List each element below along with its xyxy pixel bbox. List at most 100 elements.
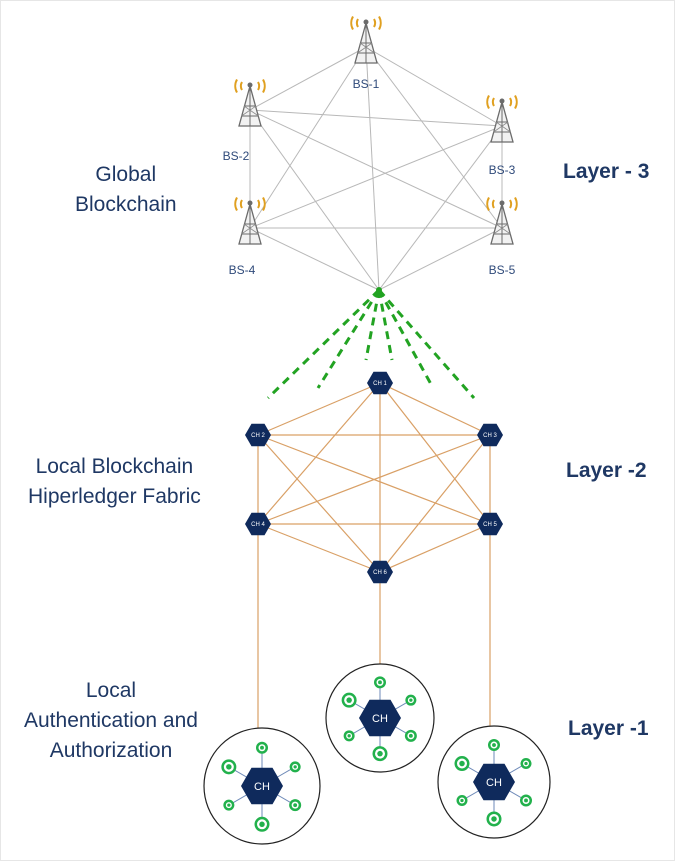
member-node-core <box>408 733 413 738</box>
member-node-core <box>347 734 351 738</box>
cluster-head-node: CH 2 <box>245 423 271 447</box>
bs-link <box>249 109 503 229</box>
cluster-head-node: CH 3 <box>477 423 503 447</box>
layer-1-label: Layer -1 <box>568 717 649 740</box>
signal-wave <box>514 197 518 211</box>
antenna-tip <box>499 200 505 206</box>
antenna-tip <box>247 82 253 88</box>
cluster: CH <box>203 727 321 845</box>
signal-wave <box>514 95 518 109</box>
uplink-dash <box>266 288 381 400</box>
global-label-line1: Global <box>95 163 157 186</box>
ch-link <box>379 523 491 573</box>
ch-label: CH 2 <box>251 433 265 439</box>
member-node-core <box>227 803 231 807</box>
local-blockchain-line1: Local Blockchain <box>35 455 194 478</box>
signal-wave <box>491 97 495 107</box>
bs-label: BS-1 <box>353 77 380 91</box>
signal-wave <box>378 16 382 30</box>
ch-hexagon <box>477 423 503 447</box>
bs-label: BS-5 <box>489 263 516 277</box>
member-node-core <box>378 680 382 685</box>
cluster-head-node: CH 1 <box>367 371 393 395</box>
signal-wave <box>234 79 238 93</box>
member-node-core <box>226 764 232 770</box>
tower-brace <box>241 223 257 235</box>
local-links <box>257 382 491 728</box>
member-node-core <box>491 816 497 822</box>
signal-wave <box>239 81 243 91</box>
member-node-core <box>492 743 496 747</box>
ch-link <box>257 382 381 525</box>
ch-hexagon <box>477 512 503 536</box>
member-node-core <box>409 698 413 702</box>
cluster-head-node: CH 4 <box>245 512 271 536</box>
ch-hexagon <box>367 371 393 395</box>
global-label-line2: Blockchain <box>75 193 177 216</box>
ch-link <box>379 382 491 436</box>
bs-label: BS-2 <box>223 149 250 163</box>
uplink-dash <box>377 289 476 399</box>
ch-link <box>257 382 381 436</box>
signal-wave <box>257 199 261 209</box>
ch-hexagon <box>245 512 271 536</box>
cell-tower-icon: BS-2 <box>223 79 266 163</box>
member-node-core <box>524 798 528 803</box>
antenna-tip <box>363 19 369 25</box>
cluster-head-label: CH <box>486 777 502 789</box>
signal-wave <box>509 97 513 107</box>
member-node-core <box>524 761 528 766</box>
tower-brace <box>243 105 259 117</box>
ch-link <box>379 382 491 525</box>
local-auth-line3: Authorization <box>49 739 173 762</box>
bs-hub-link <box>378 227 503 291</box>
bs-link <box>249 125 503 229</box>
ch-hexagon <box>245 423 271 447</box>
uplink-hub <box>376 287 382 293</box>
tower-brace <box>493 121 509 133</box>
signal-wave <box>239 199 243 209</box>
member-node-core <box>259 821 265 828</box>
bs-hub-link <box>378 125 503 291</box>
member-node-core <box>460 798 464 803</box>
local-auth-line2: Authentication and <box>24 709 198 732</box>
local-blockchain-label: Local Blockchain Hiperledger Fabric <box>28 452 201 512</box>
ch-link <box>257 434 491 525</box>
cluster: CH <box>437 725 551 839</box>
tower-brace <box>495 223 511 235</box>
tower-brace <box>241 105 257 117</box>
bs-link <box>249 46 367 111</box>
member-node-core <box>293 803 298 808</box>
signal-wave <box>350 16 354 30</box>
uplink-dash <box>364 289 381 361</box>
signal-wave <box>486 95 490 109</box>
cell-tower-icon: BS-3 <box>486 95 518 177</box>
signal-wave <box>355 18 359 28</box>
layer-3-label: Layer - 3 <box>563 160 650 183</box>
cluster-head-label: CH <box>372 713 388 725</box>
cell-tower-icon: BS-5 <box>486 197 518 277</box>
cluster-head-node: CH 6 <box>367 560 393 584</box>
ch-link <box>257 523 381 573</box>
ch-label: CH 3 <box>483 433 497 439</box>
member-node-core <box>377 750 383 757</box>
local-auth-label: Local Authentication and Authorization <box>24 676 198 766</box>
uplink-dash <box>377 289 394 361</box>
antenna-tip <box>499 98 505 104</box>
signal-wave <box>486 197 490 211</box>
signal-wave <box>491 199 495 209</box>
tower-brace <box>495 121 511 133</box>
bs-hub-link <box>249 109 380 291</box>
signal-wave <box>262 79 266 93</box>
uplink-dash <box>377 289 434 387</box>
uplink-dash <box>316 289 381 389</box>
signal-wave <box>262 197 266 211</box>
bs-link <box>249 109 503 127</box>
signal-wave <box>509 199 513 209</box>
cluster-head-label: CH <box>254 781 270 793</box>
cluster-head-hexagon <box>473 763 515 801</box>
ch-hexagon <box>367 560 393 584</box>
tower-brace <box>243 223 259 235</box>
